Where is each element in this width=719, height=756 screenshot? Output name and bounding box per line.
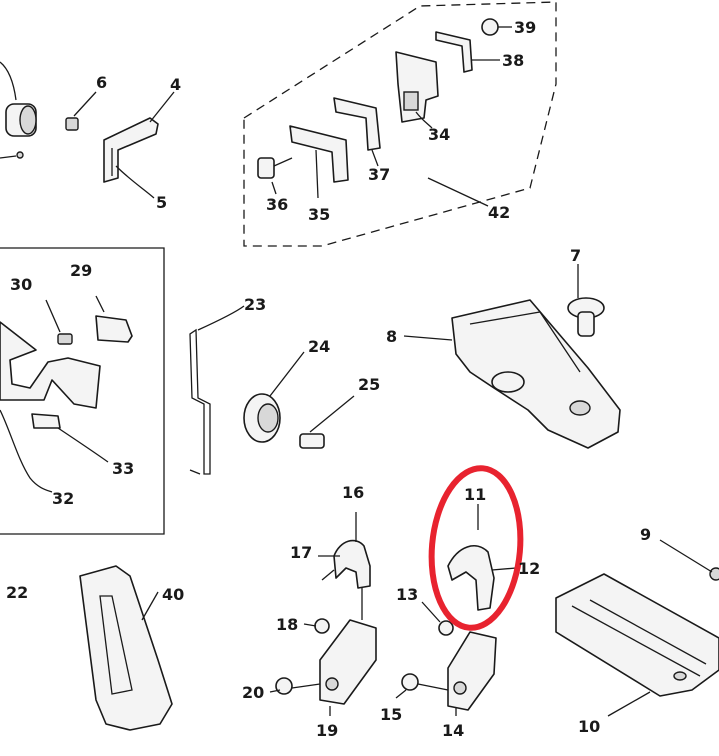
part-15-screw [395, 673, 449, 699]
callout-13: 13 [396, 585, 418, 604]
part-10-plate [555, 573, 719, 717]
part-partial-spool [0, 61, 37, 159]
callout-11: 11 [464, 485, 486, 504]
part-16-17-looper [318, 512, 371, 620]
part-13-screw [421, 601, 454, 636]
callout-17: 17 [290, 543, 312, 562]
callout-23: 23 [244, 295, 266, 314]
callout-30: 30 [10, 275, 32, 294]
part-6-screw [65, 91, 97, 131]
part-35-bracket [289, 125, 349, 199]
callout-7: 7 [570, 246, 581, 265]
highlight-ellipse [428, 465, 524, 631]
callout-8: 8 [386, 327, 397, 346]
part-23-wire [189, 305, 245, 475]
part-33-clip [31, 413, 109, 463]
part-20-screw [269, 677, 321, 695]
callout-22: 22 [6, 583, 28, 602]
part-18-screw [303, 618, 330, 634]
callout-40: 40 [162, 585, 184, 604]
part-14-holder [447, 631, 497, 716]
callout-34: 34 [428, 125, 450, 144]
callout-9: 9 [640, 525, 651, 544]
part-9-screw [659, 539, 719, 581]
part-29-clamp [95, 295, 133, 343]
callout-29: 29 [70, 261, 92, 280]
part-7-screw [567, 264, 605, 337]
callout-4: 4 [170, 75, 181, 94]
part-4-5-bracket [103, 91, 175, 199]
callout-37: 37 [368, 165, 390, 184]
callout-19: 19 [316, 721, 338, 740]
callout-42: 42 [488, 203, 510, 222]
callout-39: 39 [514, 18, 536, 37]
callout-6: 6 [96, 73, 107, 92]
callout-32: 32 [52, 489, 74, 508]
part-8-casting [403, 299, 621, 449]
callout-5: 5 [156, 193, 167, 212]
part-30-screw [45, 299, 73, 345]
group-42-outline [243, 1, 557, 247]
part-11-12-looper [447, 504, 517, 611]
part-25-screw [299, 395, 355, 449]
callout-33: 33 [112, 459, 134, 478]
part-40-frame [79, 565, 173, 731]
part-19-holder [319, 619, 377, 716]
part-34-guide [395, 51, 439, 129]
callout-35: 35 [308, 205, 330, 224]
callout-36: 36 [266, 195, 288, 214]
callout-20: 20 [242, 683, 264, 702]
part-39-screw [481, 18, 512, 36]
part-37-plate [333, 97, 381, 167]
callout-12: 12 [518, 559, 540, 578]
part-24-bearing [243, 351, 305, 443]
callout-24: 24 [308, 337, 330, 356]
callout-18: 18 [276, 615, 298, 634]
part-38-plate [435, 31, 500, 73]
callout-14: 14 [442, 721, 464, 740]
callout-10: 10 [578, 717, 600, 736]
callout-38: 38 [502, 51, 524, 70]
callout-25: 25 [358, 375, 380, 394]
callout-16: 16 [342, 483, 364, 502]
part-36-screw [257, 157, 293, 195]
callout-15: 15 [380, 705, 402, 724]
part-32-arm [0, 321, 101, 493]
group-left-box-outline [0, 247, 165, 535]
